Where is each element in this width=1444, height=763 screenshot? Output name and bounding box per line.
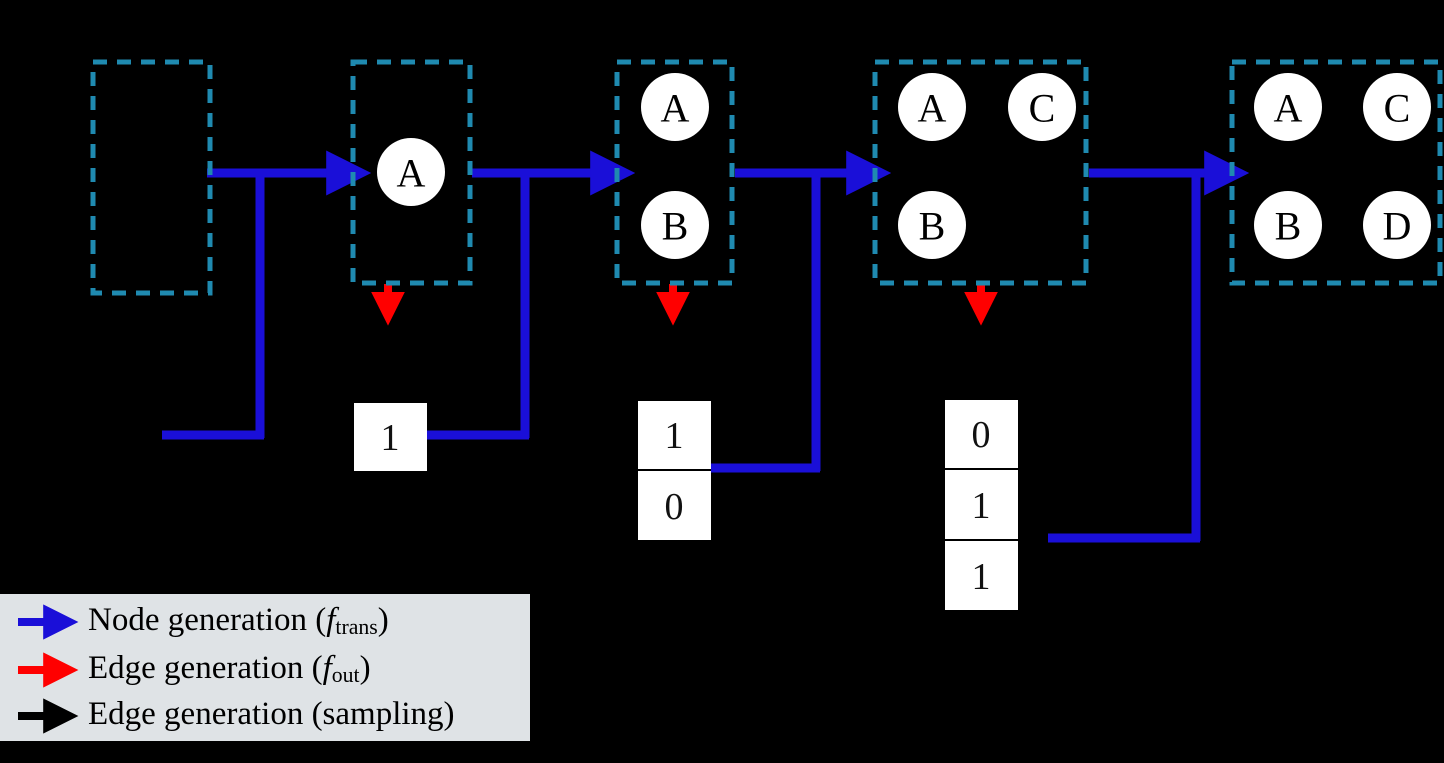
node-label: B <box>919 204 946 249</box>
state-box-border <box>1229 59 1443 286</box>
edge-column-2[interactable]: 1 0 <box>638 401 711 540</box>
state-box-border <box>350 59 473 286</box>
legend-function-symbol: f <box>322 650 332 686</box>
state-box-3[interactable]: A C B <box>872 59 1089 286</box>
node-label: B <box>662 204 689 249</box>
legend-arrow-layer <box>18 604 79 734</box>
node-circle[interactable]: B <box>1254 191 1322 259</box>
legend-text-prefix: Edge generation ( <box>88 650 323 686</box>
legend-label-edge-generation-sampling: Edge generation (sampling) <box>88 698 455 731</box>
node-circle[interactable]: A <box>898 73 966 141</box>
edge-cell-value: 1 <box>381 417 400 459</box>
state-box-2[interactable]: A B <box>614 59 735 286</box>
wire-state3-to-state4 <box>1048 150 1250 543</box>
edge-column-1[interactable]: 1 <box>354 403 427 471</box>
legend-label-node-generation: Node generation (ftrans) <box>88 604 389 639</box>
legend-text-prefix: Edge generation (sampling) <box>88 696 455 732</box>
node-label: A <box>1274 86 1303 131</box>
state-box-border <box>90 59 213 296</box>
node-circle-shape <box>1008 73 1076 141</box>
node-circle-shape <box>898 191 966 259</box>
edge-cell-value: 0 <box>972 414 991 456</box>
edge-column-3[interactable]: 0 1 1 <box>945 400 1018 610</box>
edge-cell-value: 0 <box>665 486 684 528</box>
legend-function-subscript: out <box>331 662 360 687</box>
node-circle[interactable]: A <box>377 138 445 206</box>
edge-cell[interactable] <box>945 541 1018 610</box>
node-circle-shape <box>641 73 709 141</box>
node-label: A <box>661 86 690 131</box>
node-circle[interactable]: B <box>641 191 709 259</box>
wire-state1-to-state2 <box>427 150 636 440</box>
wire-state2-to-state3 <box>711 150 892 473</box>
node-label: C <box>1029 86 1056 131</box>
node-label: A <box>397 151 426 196</box>
legend-label-edge-generation-fout: Edge generation (fout) <box>88 652 371 687</box>
state-box-4[interactable]: A C B D <box>1229 59 1443 286</box>
node-circle-shape <box>641 191 709 259</box>
edge-cell-value: 1 <box>972 556 991 598</box>
node-circle[interactable]: B <box>898 191 966 259</box>
state-box-0[interactable] <box>90 59 213 296</box>
state-box-border <box>614 59 735 286</box>
edge-cell-value: 1 <box>665 415 684 457</box>
node-label: A <box>918 86 947 131</box>
node-circle-shape <box>1254 73 1322 141</box>
node-circle[interactable]: A <box>1254 73 1322 141</box>
edge-cell[interactable] <box>945 470 1018 539</box>
node-circle[interactable]: C <box>1008 73 1076 141</box>
edge-cell[interactable] <box>638 471 711 540</box>
legend-function-subscript: trans <box>335 614 378 639</box>
node-circle[interactable]: D <box>1363 191 1431 259</box>
legend-function-symbol: f <box>326 602 336 638</box>
node-circle[interactable]: C <box>1363 73 1431 141</box>
node-circle-shape <box>377 138 445 206</box>
state-box-border <box>872 59 1089 286</box>
node-circle[interactable]: A <box>641 73 709 141</box>
legend-text-prefix: Node generation ( <box>88 602 327 638</box>
edge-cell[interactable] <box>638 401 711 469</box>
legend-text-suffix: ) <box>359 650 371 686</box>
wire-state0-to-state1 <box>162 150 372 440</box>
node-circle-shape <box>898 73 966 141</box>
edge-cell-value: 1 <box>972 485 991 527</box>
state-box-1[interactable]: A <box>350 59 473 286</box>
node-circle-shape <box>1363 191 1431 259</box>
node-label: B <box>1275 204 1302 249</box>
edge-cell[interactable] <box>354 403 427 471</box>
node-label: D <box>1383 204 1412 249</box>
legend-text-suffix: ) <box>377 602 389 638</box>
edge-cell[interactable] <box>945 400 1018 468</box>
legend: Node generation (ftrans) Edge generation… <box>0 594 530 741</box>
node-label: C <box>1384 86 1411 131</box>
node-circle-shape <box>1254 191 1322 259</box>
node-circle-shape <box>1363 73 1431 141</box>
